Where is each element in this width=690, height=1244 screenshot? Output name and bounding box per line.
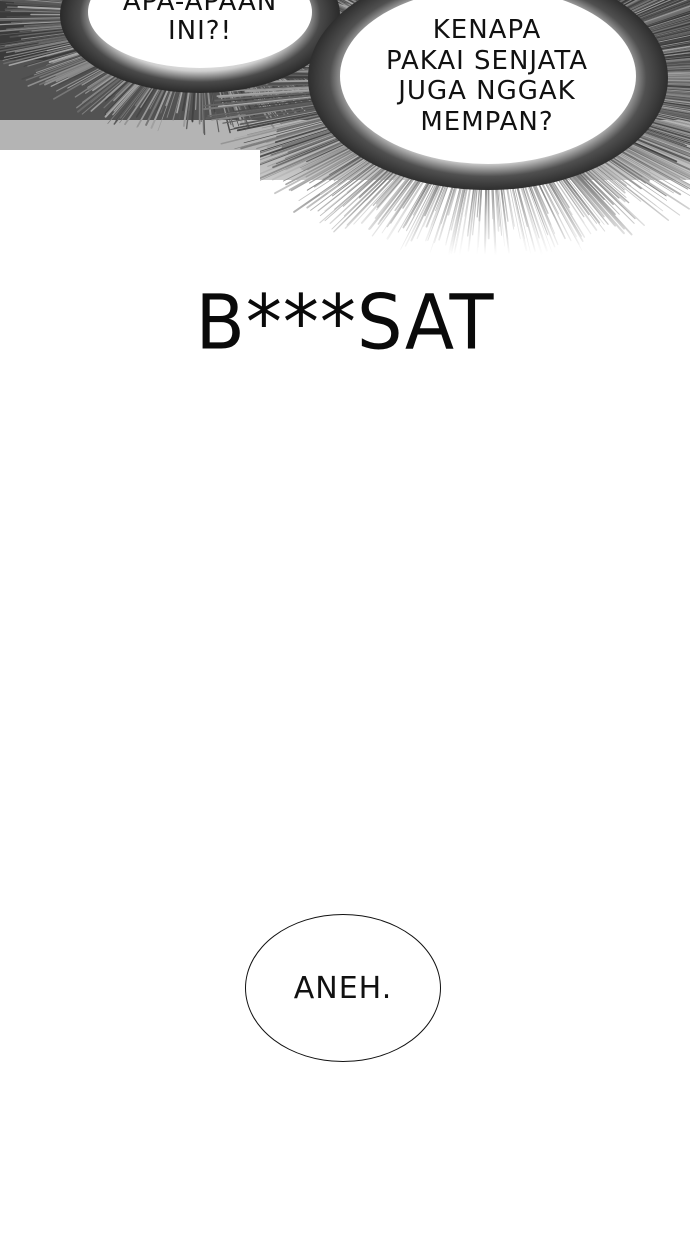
- speech-bubble-text: ANEH.: [293, 970, 393, 1006]
- burst-ray: [628, 11, 690, 33]
- burst-ray: [618, 0, 672, 23]
- right-shout-text: KENAPA PAKAI SENJATA JUGA NGGAK MEMPAN?: [385, 15, 589, 138]
- blank-area: [0, 150, 260, 300]
- speech-bubble: ANEH.: [245, 914, 441, 1062]
- left-shout-text: APA-APAAN INI?!: [122, 0, 278, 47]
- sound-effect-text: B***SAT: [195, 277, 495, 367]
- shout-burst-bubbles: [0, 0, 690, 300]
